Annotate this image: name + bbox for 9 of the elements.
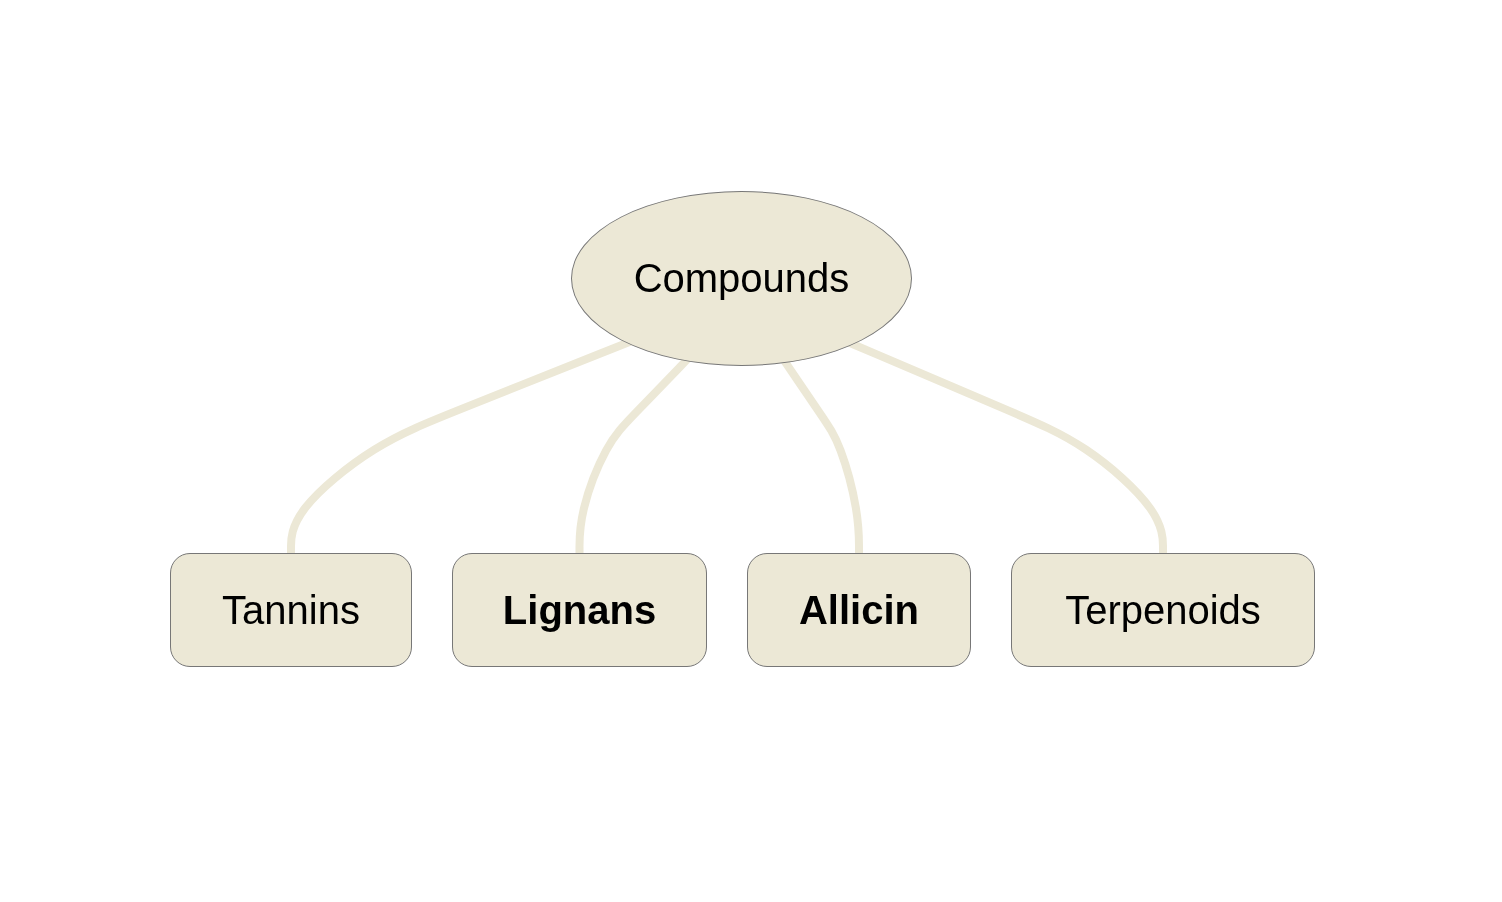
- topic-box: [1011, 553, 1315, 667]
- node-label: Terpenoids: [1065, 587, 1261, 633]
- topic-box: [170, 553, 412, 667]
- topic-box: [747, 553, 971, 667]
- node-label: Lignans: [502, 587, 657, 633]
- topic-box: [452, 553, 707, 667]
- node-label: Tannins: [222, 587, 360, 633]
- node-label: Allicin: [799, 587, 919, 633]
- node-label: Compounds: [633, 256, 850, 301]
